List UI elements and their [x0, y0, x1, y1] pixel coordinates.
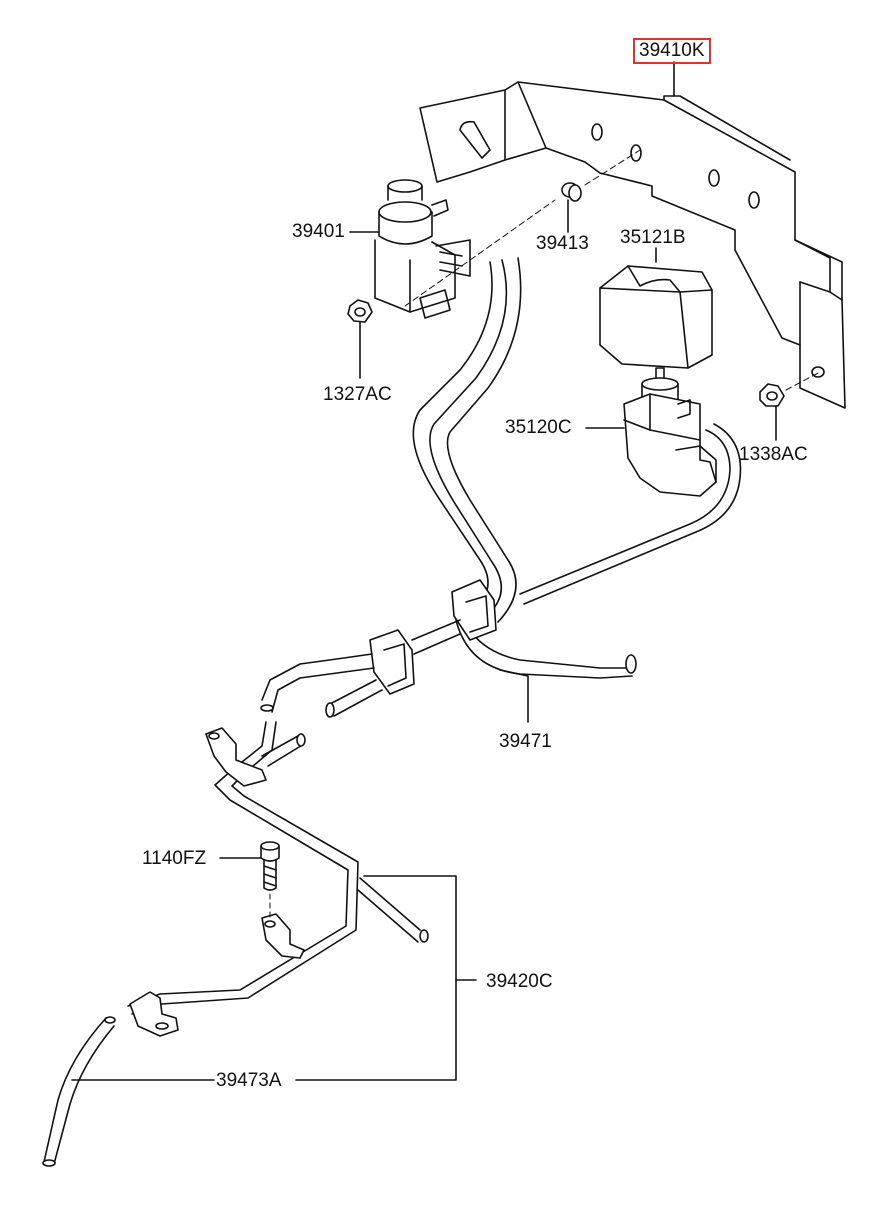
label-39413: 39413	[536, 233, 589, 254]
nut-1338ac	[759, 383, 785, 407]
label-1327ac: 1327AC	[323, 384, 392, 405]
grommet-39413	[561, 182, 582, 202]
label-39473a: 39473A	[216, 1070, 282, 1091]
bracket-39410k	[419, 81, 846, 409]
solenoid-valve-39401	[374, 179, 471, 319]
leader-39420c	[295, 875, 457, 1081]
vacuum-valve-35120c	[623, 367, 717, 497]
label-39401: 39401	[292, 221, 345, 242]
label-39471: 39471	[499, 731, 552, 752]
label-39410k: 39410K	[633, 38, 711, 64]
vacuum-hoses	[412, 257, 742, 623]
dash-line-upper	[404, 149, 641, 307]
hose-39473a	[42, 1016, 116, 1167]
label-1338ac: 1338AC	[739, 444, 808, 465]
bolt-1140fz	[260, 841, 280, 891]
nut-1327ac	[347, 299, 373, 323]
rubber-mount-35121b	[599, 247, 713, 369]
label-35121b: 35121B	[620, 227, 686, 248]
label-35120c: 35120C	[505, 417, 572, 438]
pipe-assembly-39420c	[127, 721, 429, 1037]
hose-39471	[260, 579, 637, 718]
label-1140fz: 1140FZ	[142, 848, 207, 869]
dash-line-right	[785, 371, 821, 391]
label-39420c: 39420C	[486, 971, 553, 992]
leader-39471	[499, 669, 529, 723]
